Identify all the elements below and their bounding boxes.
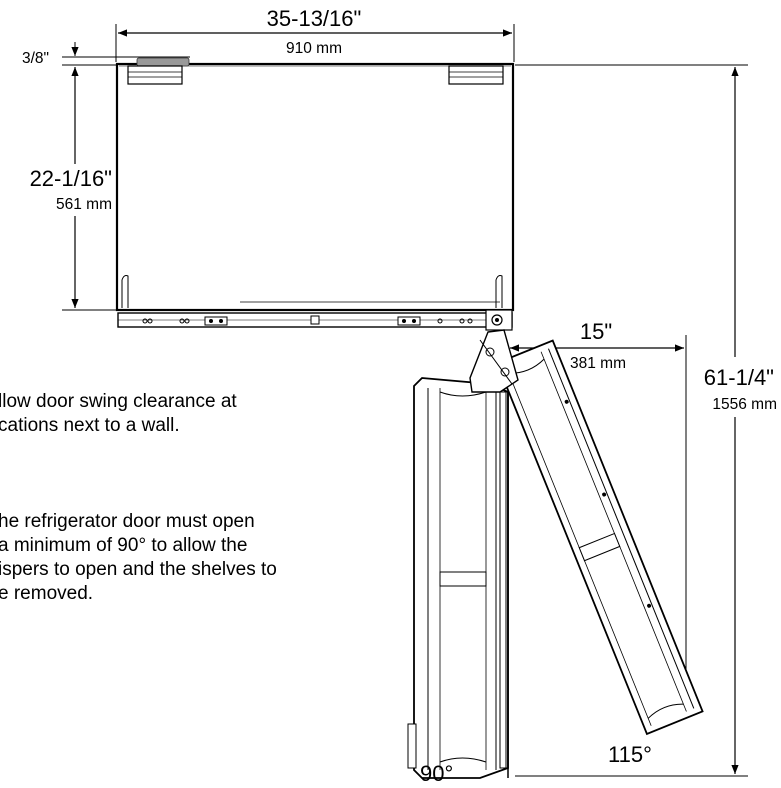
note-door-angle: he refrigerator door must open a minimum… bbox=[0, 510, 277, 606]
width-inches-label: 35-13/16" bbox=[267, 6, 362, 31]
note-1-line-1: llow door swing clearance at bbox=[0, 391, 237, 412]
width-dimension: 35-13/16" 910 mm bbox=[115, 6, 515, 62]
clearance-inches-label: 15" bbox=[580, 319, 612, 344]
note-2-line-4: e removed. bbox=[0, 583, 94, 604]
note-2-line-3: ispers to open and the shelves to bbox=[0, 559, 277, 580]
clearance-mm-label: 381 mm bbox=[570, 355, 626, 372]
note-1-line-2: cations next to a wall. bbox=[0, 415, 180, 436]
note-2-line-2: a minimum of 90° to allow the bbox=[0, 535, 248, 556]
door-open-90 bbox=[407, 377, 509, 779]
swing-depth-mm-label: 1556 mm bbox=[712, 396, 777, 413]
side-clearance-dimension: 15" 381 mm bbox=[510, 319, 687, 690]
angle-90-label: 90° bbox=[420, 761, 453, 783]
refrigerator-cabinet bbox=[115, 57, 515, 331]
note-2-line-1: he refrigerator door must open bbox=[0, 511, 255, 532]
angle-115-label: 115° bbox=[608, 742, 652, 767]
door-open-115 bbox=[495, 339, 704, 736]
swing-depth-inches-label: 61-1/4" bbox=[704, 365, 774, 390]
top-offset-dimension: 3/8" bbox=[22, 42, 190, 67]
depth-mm-label: 561 mm bbox=[56, 196, 112, 213]
hinge-linkage bbox=[469, 329, 519, 393]
depth-dimension: 22-1/16" 561 mm bbox=[20, 67, 120, 311]
depth-inches-label: 22-1/16" bbox=[30, 166, 112, 191]
top-offset-label: 3/8" bbox=[22, 50, 49, 67]
swing-depth-dimension: 61-1/4" 1556 mm bbox=[515, 64, 781, 777]
note-clearance: llow door swing clearance at cations nex… bbox=[0, 390, 237, 438]
width-mm-label: 910 mm bbox=[286, 40, 342, 57]
